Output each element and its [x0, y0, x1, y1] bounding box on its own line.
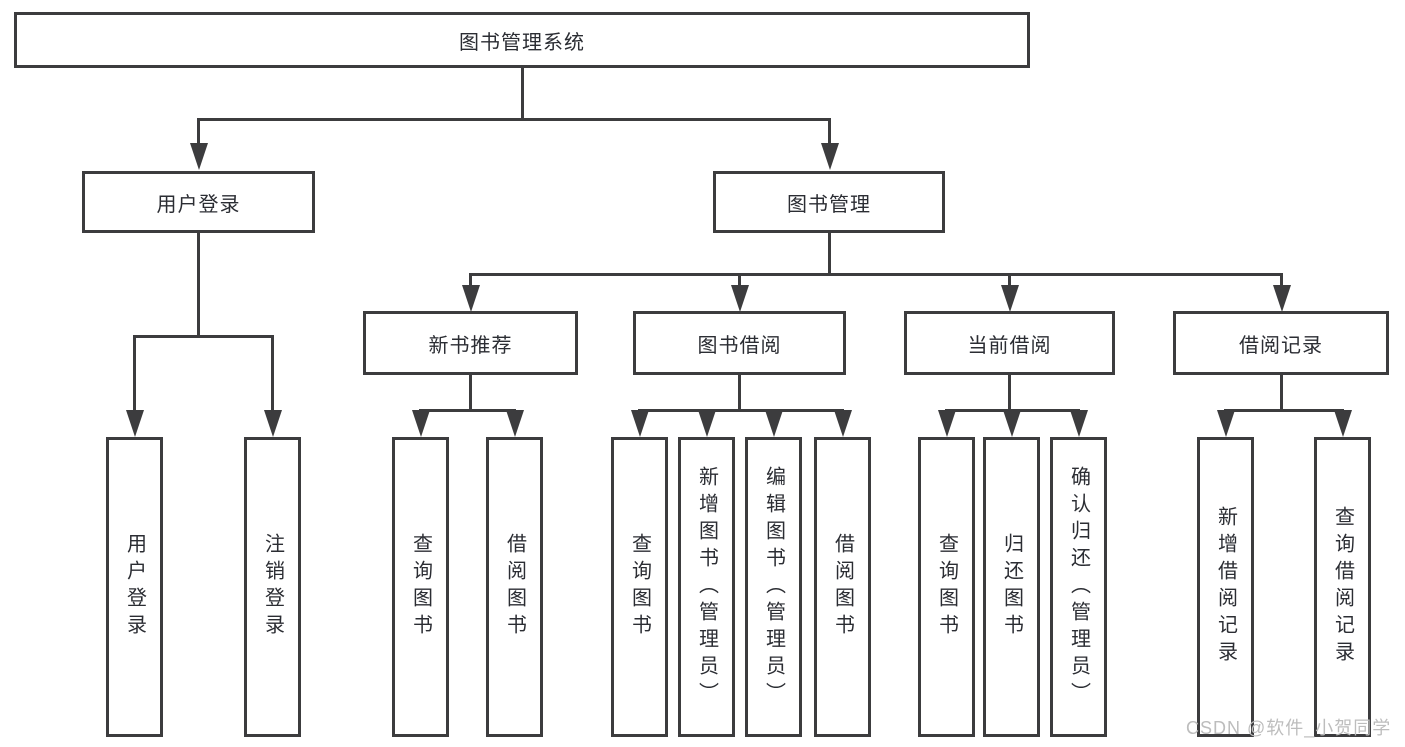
arrow-down-icon [631, 410, 649, 437]
arrow-down-icon [1001, 285, 1019, 312]
leaf-label: 借阅图书 [503, 533, 526, 641]
node-book-borrow: 图书借阅 [633, 311, 846, 375]
arrow-down-icon [938, 410, 956, 437]
connector-line [1224, 409, 1344, 412]
node-root: 图书管理系统 [14, 12, 1030, 68]
connector-line [197, 233, 200, 335]
leaf-label: 新增借阅记录 [1214, 506, 1237, 668]
leaf-newbooks-query: 查询图书 [392, 437, 449, 737]
connector-line [469, 375, 472, 411]
node-user-login-label: 用户登录 [156, 193, 241, 216]
connector-line [738, 273, 741, 286]
node-new-books: 新书推荐 [363, 311, 578, 375]
leaf-logout: 注销登录 [244, 437, 301, 737]
arrow-down-icon [731, 285, 749, 312]
arrow-down-icon [1070, 410, 1088, 437]
arrow-down-icon [1003, 410, 1021, 437]
node-book-borrow-label: 图书借阅 [697, 334, 782, 357]
connector-line [419, 409, 516, 412]
arrow-down-icon [1273, 285, 1291, 312]
connector-line [133, 335, 136, 410]
node-borrow-records-label: 借阅记录 [1239, 334, 1323, 357]
node-user-login: 用户登录 [82, 171, 315, 233]
node-current-borrow: 当前借阅 [904, 311, 1115, 375]
leaf-current-return: 归还图书 [983, 437, 1040, 737]
leaf-label: 编辑图书（管理员） [762, 465, 785, 709]
arrow-down-icon [462, 285, 480, 312]
leaf-current-confirm-admin: 确认归还（管理员） [1050, 437, 1107, 737]
leaf-label: 借阅图书 [831, 533, 854, 641]
node-borrow-records: 借阅记录 [1173, 311, 1389, 375]
arrow-down-icon [765, 410, 783, 437]
leaf-label: 查询图书 [409, 533, 432, 641]
leaf-user-login: 用户登录 [106, 437, 163, 737]
node-current-borrow-label: 当前借阅 [967, 334, 1052, 357]
connector-line [469, 273, 1283, 276]
leaf-label: 查询图书 [935, 533, 958, 641]
leaf-label: 新增图书（管理员） [695, 465, 718, 709]
node-book-mgmt-label: 图书管理 [787, 193, 871, 216]
connector-line [828, 118, 831, 144]
connector-line [1008, 375, 1011, 411]
connector-line [271, 335, 274, 410]
leaf-records-query: 查询借阅记录 [1314, 437, 1371, 737]
node-root-label: 图书管理系统 [459, 31, 585, 54]
arrow-down-icon [698, 410, 716, 437]
arrow-down-icon [506, 410, 524, 437]
connector-line [828, 233, 831, 275]
arrow-down-icon [190, 143, 208, 170]
connector-line [197, 118, 200, 144]
arrow-down-icon [1334, 410, 1352, 437]
arrow-down-icon [834, 410, 852, 437]
connector-line [1280, 273, 1283, 286]
arrow-down-icon [821, 143, 839, 170]
node-book-mgmt: 图书管理 [713, 171, 945, 233]
arrow-down-icon [1217, 410, 1235, 437]
leaf-borrow-borrow: 借阅图书 [814, 437, 871, 737]
leaf-current-query: 查询图书 [918, 437, 975, 737]
leaf-label: 归还图书 [1000, 533, 1023, 641]
leaf-borrow-edit-admin: 编辑图书（管理员） [745, 437, 802, 737]
connector-line [469, 273, 472, 286]
leaf-newbooks-borrow: 借阅图书 [486, 437, 543, 737]
connector-line [738, 375, 741, 411]
leaf-label: 注销登录 [261, 533, 284, 641]
leaf-label: 查询图书 [628, 533, 651, 641]
connector-line [133, 335, 274, 338]
connector-line [197, 118, 831, 121]
leaf-borrow-add-admin: 新增图书（管理员） [678, 437, 735, 737]
leaf-label: 用户登录 [123, 533, 146, 641]
arrow-down-icon [126, 410, 144, 437]
leaf-label: 确认归还（管理员） [1067, 465, 1090, 709]
leaf-records-add: 新增借阅记录 [1197, 437, 1254, 737]
node-new-books-label: 新书推荐 [428, 334, 513, 357]
arrow-down-icon [264, 410, 282, 437]
leaf-borrow-query: 查询图书 [611, 437, 668, 737]
leaf-label: 查询借阅记录 [1331, 506, 1354, 668]
connector-line [1008, 273, 1011, 286]
watermark: CSDN @软件_小贺同学 [1186, 718, 1392, 738]
arrow-down-icon [412, 410, 430, 437]
connector-line [638, 409, 844, 412]
connector-line [521, 66, 524, 118]
connector-line [1280, 375, 1283, 411]
